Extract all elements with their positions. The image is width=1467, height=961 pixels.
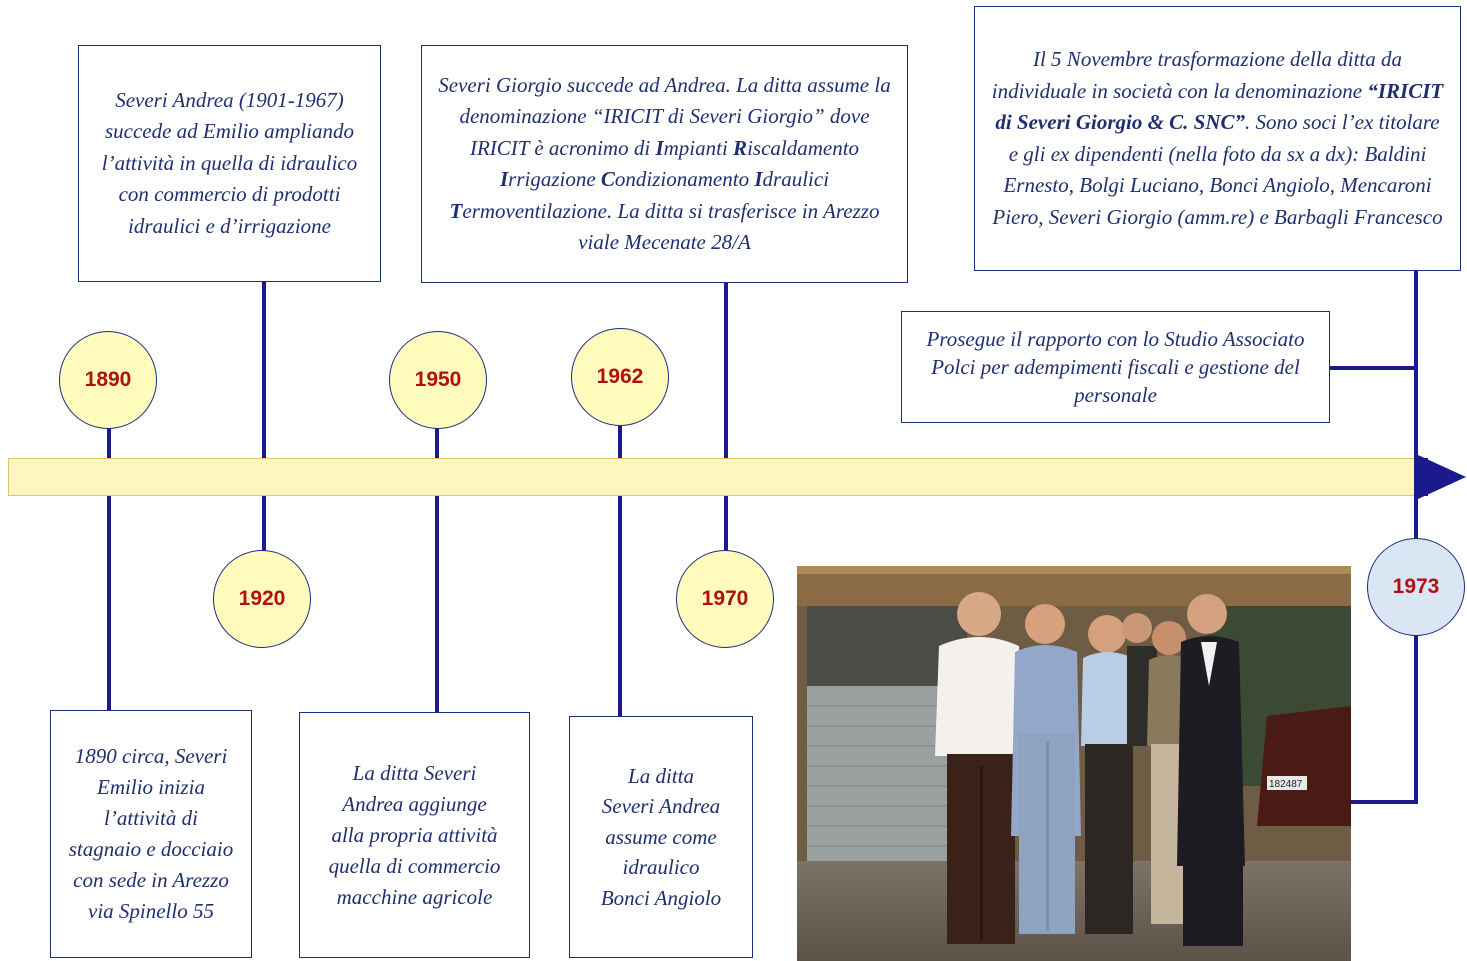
event-1950: La ditta Severi Andrea aggiunge alla pro… bbox=[299, 712, 530, 958]
svg-text:182487: 182487 bbox=[1269, 779, 1303, 790]
event-1962: La ditta Severi Andrea assume come idrau… bbox=[569, 716, 753, 958]
year-1890: 1890 bbox=[59, 331, 157, 429]
year-1950: 1950 bbox=[389, 331, 487, 429]
connector-1970-top bbox=[724, 283, 728, 458]
event-1973-polci-text: Prosegue il rapporto con lo Studio Assoc… bbox=[926, 327, 1305, 407]
event-1950-text: La ditta Severi Andrea aggiunge alla pro… bbox=[328, 760, 501, 909]
year-1920: 1920 bbox=[213, 550, 311, 648]
timeline-bar bbox=[8, 458, 1420, 496]
year-1973: 1973 bbox=[1367, 538, 1465, 636]
event-1970-text: Severi Giorgio succede ad Andrea. La dit… bbox=[438, 72, 891, 255]
connector-photo bbox=[1351, 800, 1418, 804]
connector-1950-bottom bbox=[435, 496, 439, 712]
year-1962: 1962 bbox=[571, 328, 669, 426]
connector-1920-top bbox=[262, 282, 266, 458]
connector-1970-bottom bbox=[724, 496, 728, 552]
connector-1920-bottom bbox=[262, 496, 266, 552]
connector-1890-bottom bbox=[107, 496, 111, 710]
event-1920-text: Severi Andrea (1901-1967) succede ad Emi… bbox=[101, 87, 358, 238]
group-photo: 182487 bbox=[797, 566, 1351, 961]
event-1973-text: Il 5 Novembre trasformazione della ditta… bbox=[991, 47, 1444, 229]
connector-polci bbox=[1330, 366, 1418, 370]
connector-1973 bbox=[1414, 271, 1418, 804]
year-1970: 1970 bbox=[676, 550, 774, 648]
connector-1950-top bbox=[435, 424, 439, 458]
event-1890-text: 1890 circa, Severi Emilio inizia l’attiv… bbox=[68, 744, 234, 923]
event-1973-polci: Prosegue il rapporto con lo Studio Assoc… bbox=[901, 311, 1330, 423]
event-1970: Severi Giorgio succede ad Andrea. La dit… bbox=[421, 45, 908, 283]
event-1973: Il 5 Novembre trasformazione della ditta… bbox=[974, 6, 1461, 271]
connector-1962-top bbox=[618, 422, 622, 458]
timeline-arrow-head bbox=[1418, 455, 1466, 499]
event-1962-text: La ditta Severi Andrea assume come idrau… bbox=[600, 763, 722, 910]
connector-1962-bottom bbox=[618, 496, 622, 716]
event-1920: Severi Andrea (1901-1967) succede ad Emi… bbox=[78, 45, 381, 282]
event-1890: 1890 circa, Severi Emilio inizia l’attiv… bbox=[50, 710, 252, 958]
connector-1890-top bbox=[107, 424, 111, 458]
